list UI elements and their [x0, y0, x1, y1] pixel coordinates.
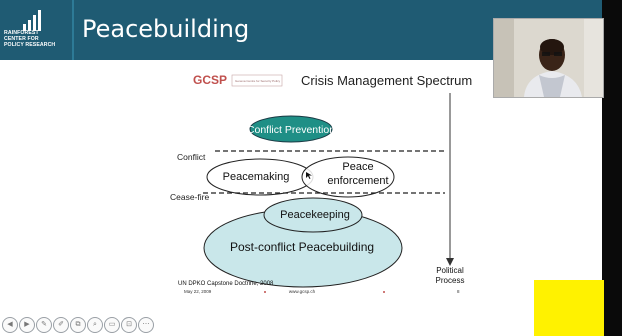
zoom-icon[interactable]: ⌕ — [87, 317, 103, 333]
org-name-line3: POLICY RESEARCH — [4, 42, 56, 48]
peace-enforcement-label-line2: enforcement — [327, 175, 388, 187]
crisis-management-diagram: GCSP Geneva Centre for Security Policy C… — [170, 73, 472, 294]
peacemaking-label: Peacemaking — [223, 171, 290, 183]
conflict-label: Conflict — [177, 152, 206, 162]
post-conflict-label: Post-conflict Peacebuilding — [230, 240, 374, 254]
highlighter-icon[interactable]: ✐ — [53, 317, 69, 333]
peace-enforcement-label-line1: Peace — [342, 161, 373, 173]
back-icon[interactable]: ◀ — [2, 317, 18, 333]
diagram-heading: Crisis Management Spectrum — [301, 73, 472, 88]
subtitles-icon[interactable]: ▭ — [104, 317, 120, 333]
org-logo: RAINFOREST CENTER FOR POLICY RESEARCH — [0, 0, 74, 60]
webcam-video[interactable] — [493, 18, 604, 98]
logo-caption: Geneva Centre for Security Policy — [235, 79, 281, 83]
peacekeeping-label: Peacekeeping — [280, 209, 350, 221]
footer-date: May 22, 2009 — [184, 289, 212, 294]
peacekeeping-ellipse — [263, 197, 363, 233]
presenter-video-icon — [494, 19, 603, 97]
gcsp-logo: GCSP — [193, 73, 227, 87]
org-name: RAINFOREST CENTER FOR POLICY RESEARCH — [4, 30, 72, 48]
footer-url: www.gcsp.ch — [289, 289, 316, 294]
org-name-line2: CENTER FOR — [4, 36, 39, 42]
org-name-line1: RAINFOREST — [4, 30, 39, 36]
conflict-prevention-label: Conflict Prevention — [247, 124, 335, 136]
yellow-overlay-block — [534, 280, 604, 336]
logo-caption-box — [231, 74, 283, 87]
footer-dot-right — [383, 291, 385, 293]
cursor-icon — [306, 172, 312, 179]
political-label-line2: Process — [436, 276, 465, 285]
conflict-prevention-ellipse — [249, 115, 333, 143]
arrow-down-icon — [446, 258, 454, 266]
pen-icon[interactable]: ✎ — [36, 317, 52, 333]
camera-icon[interactable]: ⊡ — [121, 317, 137, 333]
forward-icon[interactable]: ▶ — [19, 317, 35, 333]
bar-chart-logo-icon — [23, 10, 41, 31]
source-citation: UN DPKO Capstone Doctrine, 2008 — [178, 281, 274, 287]
footer-dot-left — [264, 291, 266, 293]
more-icon[interactable]: ⋯ — [138, 317, 154, 333]
political-label-line1: Political — [436, 266, 464, 275]
footer-page-number: 8 — [457, 289, 460, 294]
ceasefire-label: Cease-fire — [170, 192, 209, 202]
right-edge-strip — [602, 0, 622, 336]
copy-icon[interactable]: ⧉ — [70, 317, 86, 333]
peace-enforcement-ellipse — [301, 156, 395, 198]
slide-title: Peacebuilding — [82, 15, 250, 43]
